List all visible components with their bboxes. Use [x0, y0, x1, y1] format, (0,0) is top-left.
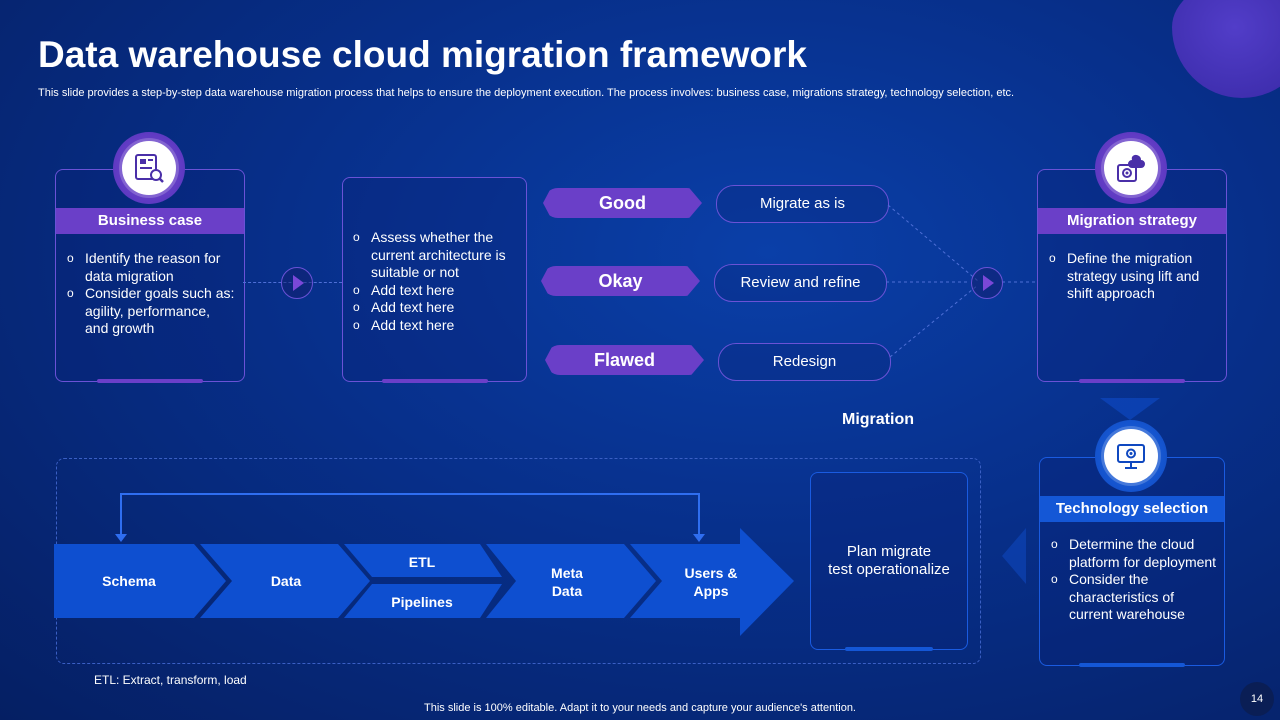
document-search-icon: [135, 154, 164, 183]
etl-label: ETL: [408, 554, 436, 570]
decorative-blob: [1172, 0, 1280, 98]
rating-okay-pill: Okay: [541, 266, 700, 296]
list-item: Consider goals such as: agility, perform…: [67, 285, 237, 338]
list-item: Consider the characteristics of current …: [1051, 571, 1217, 624]
assessment-card: Assess whether the current architecture …: [342, 177, 527, 383]
list-item: Add text here: [353, 299, 521, 317]
assessment-list: Assess whether the current architecture …: [353, 229, 521, 334]
etl-chevron: [344, 544, 502, 577]
list-item: Add text here: [353, 317, 521, 335]
migration-strategy-list: Define the migration strategy using lift…: [1049, 250, 1219, 303]
card-accent-bar: [381, 379, 488, 383]
list-item: Assess whether the current architecture …: [353, 229, 521, 282]
page-number: 14: [1240, 682, 1274, 716]
technology-selection-heading: Technology selection: [1040, 496, 1224, 522]
migration-strategy-icon-badge: [1095, 132, 1167, 204]
page-title: Data warehouse cloud migration framework: [38, 34, 807, 75]
return-arrow: [115, 493, 705, 542]
pipelines-chevron: [344, 584, 502, 618]
etl-note: ETL: Extract, transform, load: [94, 673, 247, 687]
users-apps-label: Users & Apps: [684, 565, 738, 599]
card-accent-bar: [845, 647, 933, 651]
migration-label: Migration: [842, 411, 914, 428]
data-label: Data: [270, 573, 302, 589]
migration-strategy-card: Migration strategy Define the migration …: [1037, 169, 1227, 383]
card-accent-bar: [1079, 379, 1185, 383]
schema-label: Schema: [102, 573, 156, 589]
technology-selection-icon-badge: [1095, 420, 1167, 492]
down-chevron-icon: [1100, 398, 1160, 420]
outcome-review-and-refine: Review and refine: [714, 264, 887, 302]
plan-box: Plan migrate test operationalize: [810, 472, 968, 651]
outcome-connectors: [886, 204, 1038, 358]
monitor-gear-icon: [1117, 444, 1145, 469]
footer-text: This slide is 100% editable. Adapt it to…: [424, 702, 856, 714]
meta-data-label: Meta Data: [551, 565, 583, 599]
card-accent-bar: [97, 379, 203, 383]
pipelines-label: Pipelines: [391, 594, 453, 610]
left-chevron-icon: [1002, 528, 1026, 584]
rating-good-pill: Good: [543, 188, 702, 218]
outcome-redesign: Redesign: [718, 343, 891, 381]
list-item: Determine the cloud platform for deploym…: [1051, 536, 1217, 571]
pipeline-chevrons: [54, 528, 794, 636]
meta-data-chevron: [486, 544, 656, 618]
business-case-card: Business case Identify the reason for da…: [55, 169, 245, 383]
rating-flawed-pill: Flawed: [545, 345, 704, 375]
plan-box-text: Plan migrate test operationalize: [828, 543, 950, 578]
migration-strategy-heading: Migration strategy: [1038, 208, 1226, 234]
data-chevron: [200, 544, 370, 618]
play-arrow-icon: [971, 267, 1003, 299]
cloud-gear-icon: [1117, 155, 1145, 182]
technology-selection-list: Determine the cloud platform for deploym…: [1051, 536, 1217, 624]
list-item: Identify the reason for data migration: [67, 250, 237, 285]
schema-chevron: [54, 544, 226, 618]
list-item: Define the migration strategy using lift…: [1049, 250, 1219, 303]
users-apps-arrow: [630, 528, 794, 636]
outcome-migrate-as-is: Migrate as is: [716, 185, 889, 223]
play-arrow-icon: [281, 267, 313, 299]
list-item: Add text here: [353, 282, 521, 300]
business-case-icon-badge: [113, 132, 185, 204]
page-subtitle: This slide provides a step-by-step data …: [38, 87, 1015, 99]
business-case-heading: Business case: [56, 208, 244, 234]
business-case-list: Identify the reason for data migration C…: [67, 250, 237, 338]
card-accent-bar: [1079, 663, 1185, 667]
